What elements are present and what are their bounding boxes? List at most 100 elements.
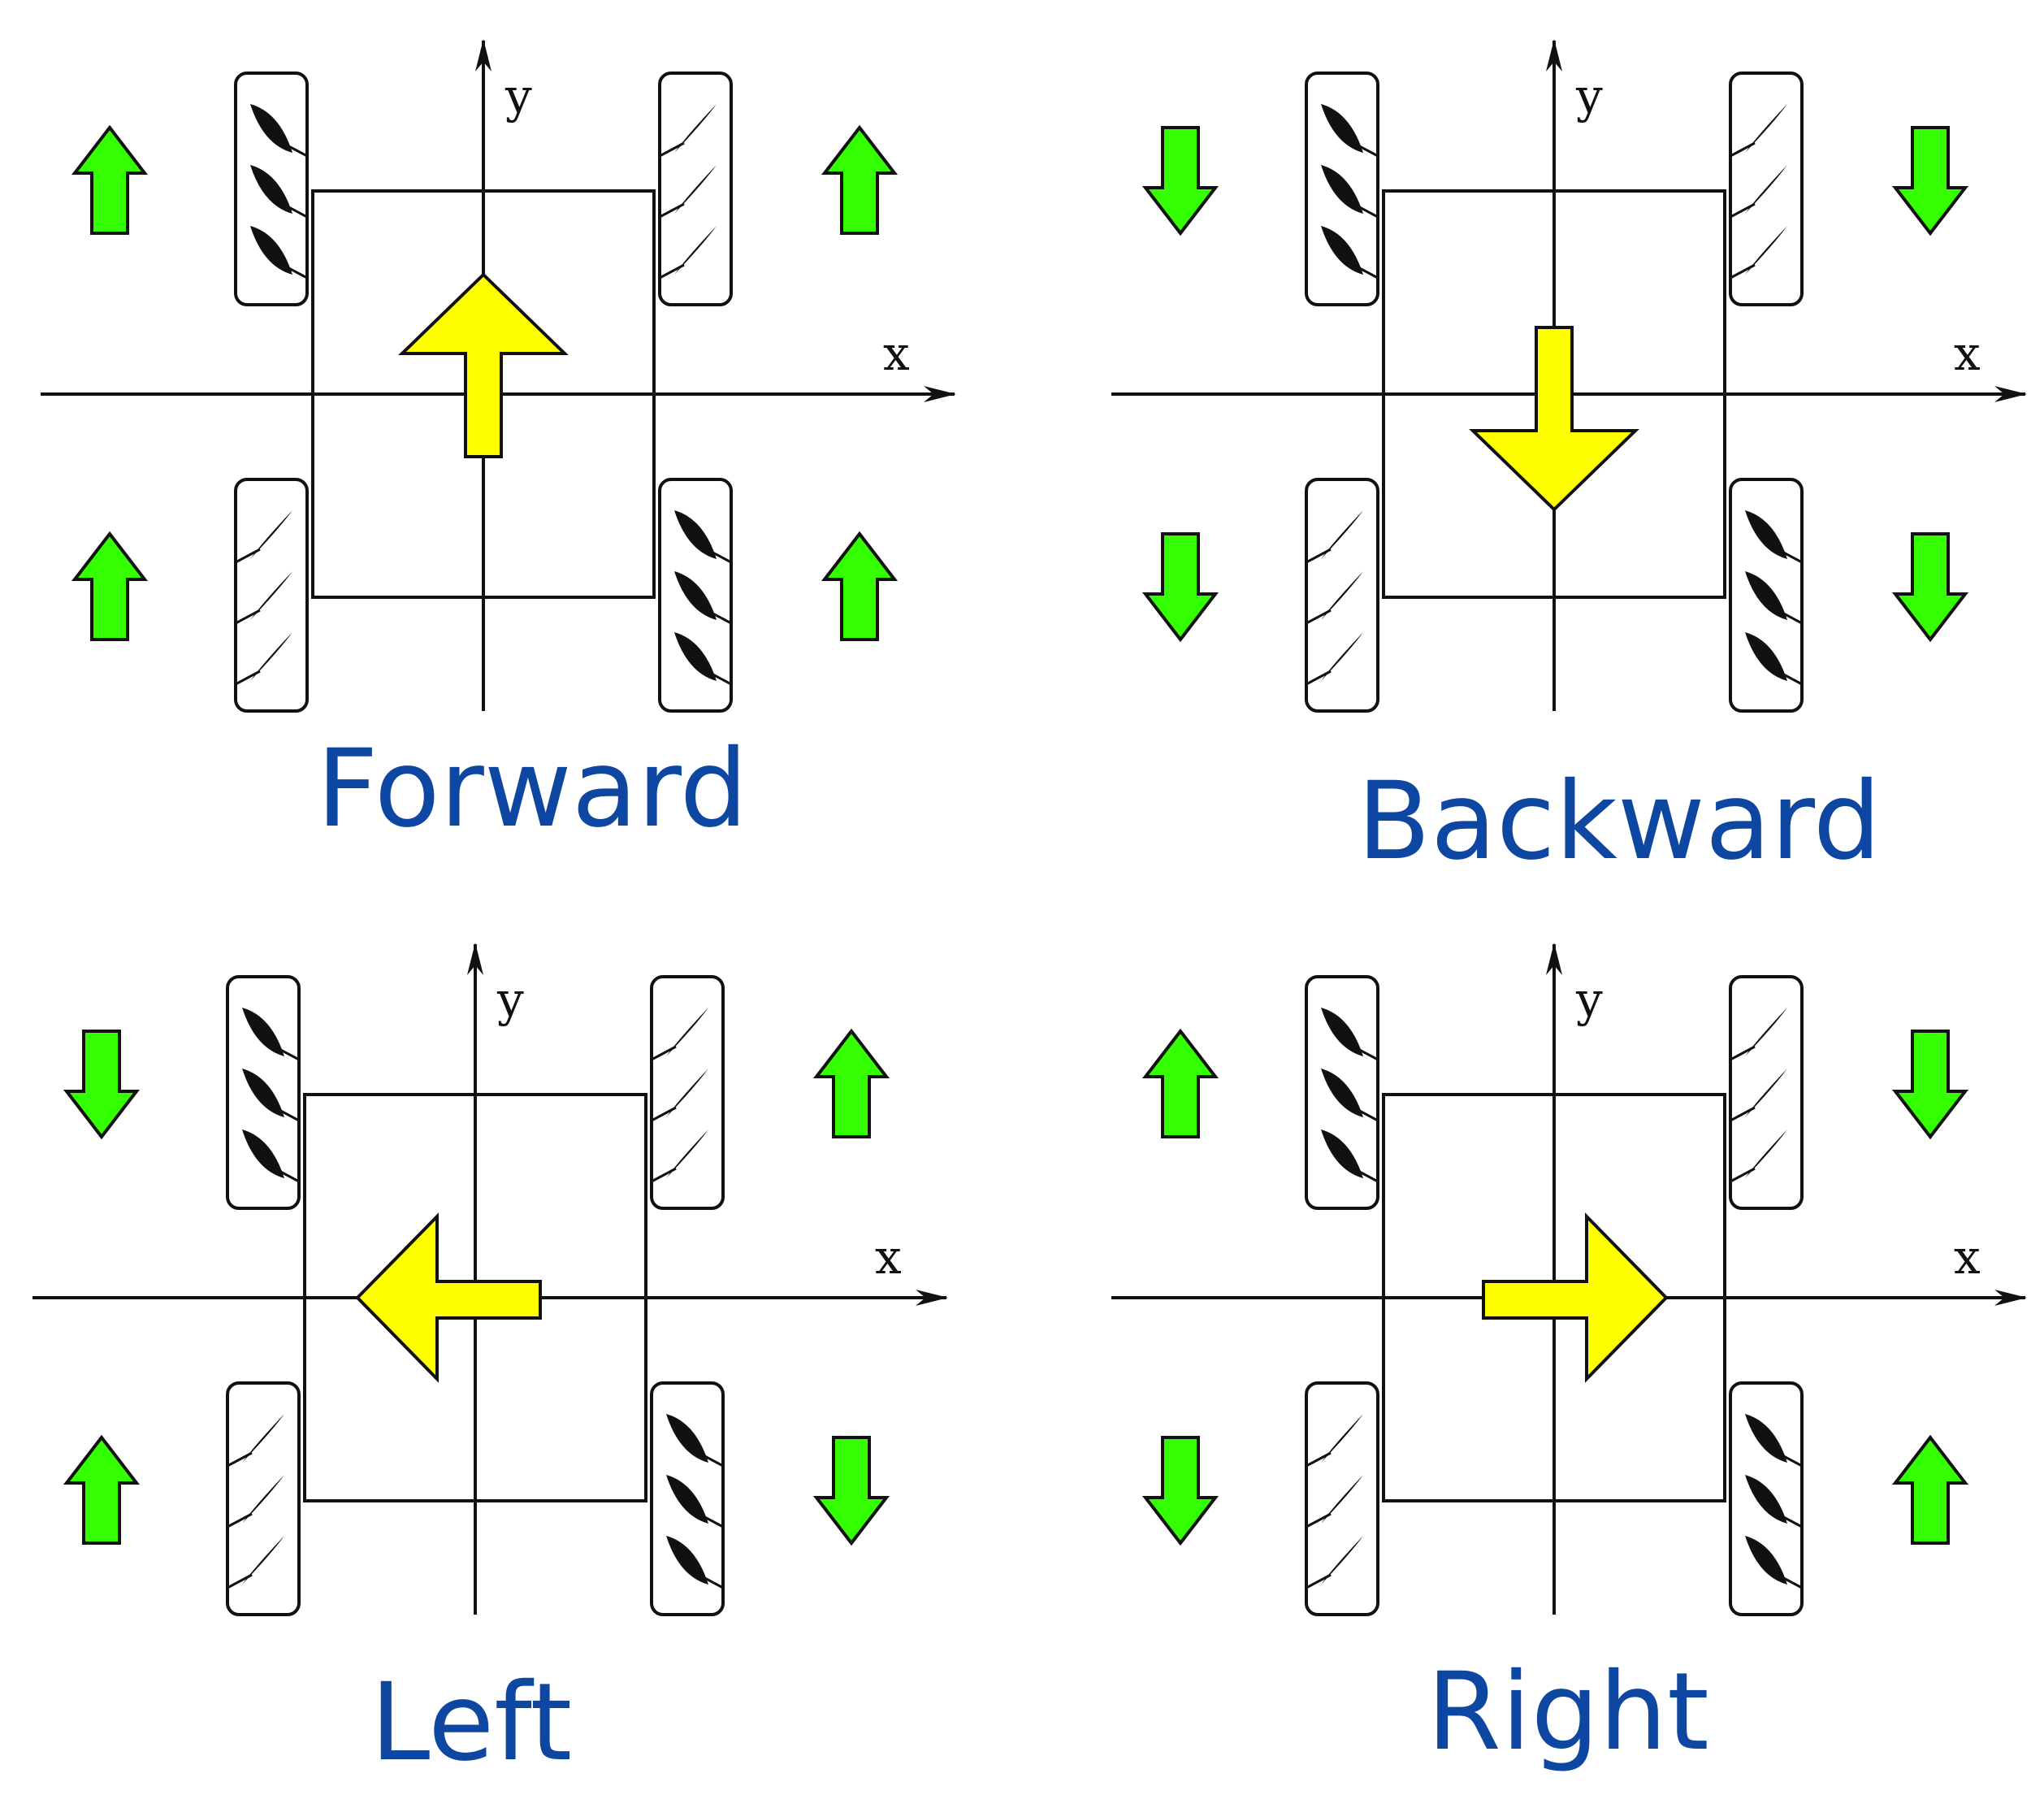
wheel-roller bbox=[1745, 1008, 1787, 1056]
roller-link bbox=[1730, 1045, 1756, 1061]
roller-link bbox=[698, 1573, 724, 1589]
mecanum-wheel-rear-right bbox=[650, 1381, 725, 1616]
roller-link bbox=[1306, 548, 1332, 564]
roller-link bbox=[1730, 1106, 1756, 1122]
roller-link bbox=[274, 1106, 300, 1122]
roller-link bbox=[651, 1167, 677, 1183]
roller-link bbox=[706, 548, 732, 564]
roller-link bbox=[659, 141, 685, 158]
roller-link bbox=[235, 548, 261, 564]
wheel-direction-arrow-rear-right-up bbox=[1891, 1434, 1969, 1545]
mecanum-wheel-front-right bbox=[658, 72, 733, 306]
mecanum-wheel-rear-left bbox=[1305, 478, 1379, 713]
wheel-roller bbox=[674, 165, 717, 214]
wheel-roller bbox=[674, 226, 717, 275]
roller-link bbox=[1777, 1451, 1803, 1468]
wheel-roller bbox=[250, 165, 292, 214]
wheel-direction-arrow-rear-right-down bbox=[1891, 532, 1969, 643]
roller-link bbox=[1777, 670, 1803, 686]
chassis-frame bbox=[303, 1093, 647, 1502]
roller-link bbox=[227, 1451, 253, 1468]
wheel-roller bbox=[666, 1129, 708, 1178]
wheel-direction-arrow-front-left-up bbox=[71, 124, 149, 235]
wheel-direction-arrow-rear-right-up bbox=[821, 531, 899, 641]
x-axis-label: x bbox=[1954, 326, 1981, 381]
wheel-direction-arrow-front-right-down bbox=[1891, 1030, 1969, 1140]
panel-right: y x Right bbox=[1111, 943, 2027, 1775]
y-axis-label: y bbox=[1575, 68, 1603, 124]
roller-link bbox=[1730, 263, 1756, 280]
roller-link bbox=[1306, 1451, 1332, 1468]
panel-label-forward: Forward bbox=[317, 726, 748, 852]
mecanum-wheel-rear-left bbox=[226, 1381, 301, 1616]
wheel-roller bbox=[242, 1475, 284, 1524]
wheel-roller bbox=[250, 632, 292, 681]
chassis-frame bbox=[1382, 189, 1726, 599]
motion-arrow-down bbox=[1469, 326, 1639, 512]
mecanum-wheel-front-left bbox=[234, 72, 309, 306]
roller-link bbox=[282, 263, 308, 280]
wheel-roller bbox=[1321, 165, 1363, 214]
wheel-roller bbox=[242, 1008, 284, 1056]
roller-link bbox=[1730, 1167, 1756, 1183]
mecanum-wheel-rear-right bbox=[658, 478, 733, 713]
roller-link bbox=[651, 1045, 677, 1061]
y-axis-label: y bbox=[505, 68, 532, 124]
wheel-roller bbox=[1321, 104, 1363, 153]
mecanum-wheel-front-left bbox=[1305, 72, 1379, 306]
wheel-direction-arrow-front-left-down bbox=[1141, 126, 1219, 236]
wheel-direction-arrow-rear-left-down bbox=[1141, 1436, 1219, 1546]
wheel-roller bbox=[1745, 1536, 1787, 1585]
wheel-roller bbox=[1321, 1069, 1363, 1117]
wheel-roller bbox=[666, 1536, 708, 1585]
wheel-roller bbox=[1321, 510, 1363, 559]
panel-forward: y x Forward bbox=[41, 39, 956, 852]
motion-arrow-up bbox=[398, 272, 569, 458]
x-axis-label: x bbox=[875, 1229, 902, 1285]
roller-link bbox=[1353, 202, 1379, 219]
mecanum-wheel-front-right bbox=[1729, 975, 1804, 1210]
wheel-roller bbox=[1745, 1069, 1787, 1117]
wheel-roller bbox=[674, 632, 717, 681]
wheel-roller bbox=[250, 226, 292, 275]
wheel-roller bbox=[1745, 165, 1787, 214]
wheel-roller bbox=[250, 510, 292, 559]
wheel-roller bbox=[666, 1475, 708, 1524]
wheel-roller bbox=[1745, 1475, 1787, 1524]
roller-link bbox=[282, 141, 308, 158]
wheel-roller bbox=[242, 1129, 284, 1178]
roller-link bbox=[659, 263, 685, 280]
wheel-roller bbox=[1745, 1414, 1787, 1463]
wheel-roller bbox=[250, 104, 292, 153]
wheel-roller bbox=[1321, 1414, 1363, 1463]
robot-diagram-left bbox=[32, 943, 948, 1616]
roller-link bbox=[1777, 609, 1803, 625]
wheel-roller bbox=[1745, 226, 1787, 275]
wheel-direction-arrow-front-left-up bbox=[1141, 1028, 1219, 1138]
roller-link bbox=[1353, 1045, 1379, 1061]
motion-arrow-right bbox=[1482, 1212, 1669, 1383]
panel-label-backward: Backward bbox=[1357, 759, 1881, 884]
wheel-roller bbox=[242, 1536, 284, 1585]
wheel-roller bbox=[666, 1069, 708, 1117]
roller-link bbox=[1730, 141, 1756, 158]
wheel-roller bbox=[242, 1414, 284, 1463]
roller-link bbox=[1353, 1167, 1379, 1183]
roller-link bbox=[1730, 202, 1756, 219]
robot-diagram-forward bbox=[41, 39, 956, 713]
roller-link bbox=[1353, 1106, 1379, 1122]
chassis-frame bbox=[311, 189, 656, 599]
wheel-roller bbox=[674, 510, 717, 559]
roller-link bbox=[235, 670, 261, 686]
mecanum-wheel-front-left bbox=[1305, 975, 1379, 1210]
roller-link bbox=[282, 202, 308, 219]
roller-link bbox=[706, 609, 732, 625]
wheel-direction-arrow-rear-right-down bbox=[812, 1436, 890, 1546]
wheel-roller bbox=[1321, 1129, 1363, 1178]
wheel-roller bbox=[242, 1069, 284, 1117]
wheel-roller bbox=[1745, 571, 1787, 620]
panel-label-left: Left bbox=[370, 1660, 572, 1785]
panel-left: y x Left bbox=[32, 943, 948, 1785]
panel-label-right: Right bbox=[1427, 1650, 1709, 1775]
roller-link bbox=[274, 1045, 300, 1061]
